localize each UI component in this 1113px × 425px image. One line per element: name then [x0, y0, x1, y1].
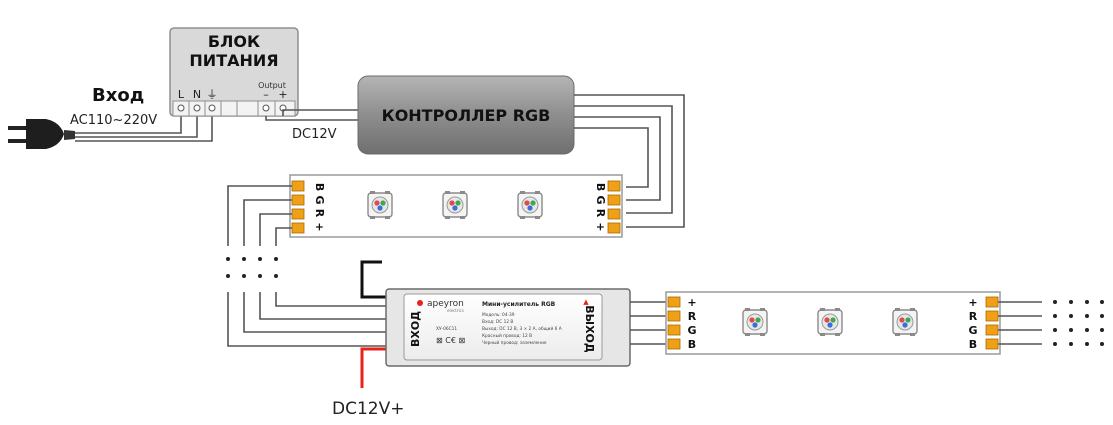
amplifier-spec-line: Вход: DC 12 В: [482, 319, 513, 325]
rgb-controller: КОНТРОЛЛЕР RGB: [357, 75, 575, 155]
strip-to-amplifier-wires: [227, 185, 390, 347]
strip-bottom-left-pin-b: B: [688, 338, 696, 351]
amplifier-spec-line: Красный провод: 12 В: [482, 332, 532, 339]
input-cable: [75, 115, 213, 142]
certification-icon: ⊠ C€ ⊠: [436, 336, 465, 345]
led-chip-icon: [817, 307, 843, 337]
strip-bottom-right-pin-g: G: [968, 324, 977, 337]
amplifier-output-label: ВЫХОД: [583, 305, 596, 353]
continuation-dots: [1053, 300, 1104, 346]
amplifier-spec-line: Модель: 04-39: [482, 312, 515, 318]
ground-wire: [360, 260, 398, 299]
continuation-dots: [226, 257, 278, 278]
strip-top-right-pin-r: R: [594, 209, 607, 218]
strip-top-left-pin-r: R: [313, 209, 326, 218]
strip-top-left-pin-plus: +: [313, 222, 326, 231]
power-supply-title-line1: БЛОК: [208, 32, 260, 51]
strip-bottom-left-pin-plus: +: [687, 296, 696, 309]
power-supply: БЛОК ПИТАНИЯ Output L N ⏚ – +: [169, 27, 299, 117]
strip-top-left-pin-g: G: [313, 195, 326, 204]
amplifier-output-wires: [630, 301, 668, 345]
rgb-amplifier: apeyron electrics Мини-усилитель RGB Мод…: [385, 288, 631, 367]
led-chip-icon: [892, 307, 918, 337]
strip-bottom-left-pin-r: R: [688, 310, 697, 323]
arrow-up-icon: ▲: [583, 298, 589, 306]
power-supply-title-line2: ПИТАНИЯ: [189, 51, 278, 70]
amplifier-spec-line: Выход: DC 12 В, 3 × 2 А, общий 6 А: [482, 325, 562, 332]
strip-bottom-right-pin-r: R: [969, 310, 978, 323]
amplifier-spec-line: Черный провод: заземление: [482, 339, 547, 346]
output-minus-label: –: [263, 88, 269, 101]
led-chip-icon: [517, 190, 543, 220]
amplifier-input-label: ВХОД: [409, 311, 422, 347]
dc-label: DC12V: [292, 127, 337, 142]
output-label: Output: [258, 81, 286, 90]
strip-top-right-pin-plus: +: [594, 222, 607, 231]
terminal-n-label: N: [193, 88, 201, 101]
terminal-l-label: L: [178, 88, 185, 101]
strip-bottom-left-pin-g: G: [687, 324, 696, 337]
amplifier-model-code: ХУ-06С11: [436, 326, 457, 332]
led-strip-top: B G R + B G R +: [289, 174, 623, 238]
led-chip-icon: [367, 190, 393, 220]
dc-plus-label: DC12V+: [332, 399, 404, 419]
brand-logo-icon: [417, 300, 423, 306]
input-voltage: AC110~220V: [70, 113, 157, 128]
strip-top-right-pin-b: B: [594, 183, 607, 191]
strip-top-right-pin-g: G: [594, 195, 607, 204]
amplifier-brand: apeyron: [427, 299, 464, 309]
power-plug-icon: [8, 119, 75, 149]
dc-output-wires: [265, 109, 360, 121]
input-label: Вход: [92, 85, 144, 106]
controller-label: КОНТРОЛЛЕР RGB: [382, 106, 551, 125]
led-strip-bottom: + R G B + R G B: [665, 291, 1001, 355]
strip-bottom-right-pin-b: B: [969, 338, 977, 351]
amplifier-brand-sub: electrics: [447, 308, 464, 313]
strip-bottom-right-pin-plus: +: [968, 296, 977, 309]
output-plus-label: +: [278, 88, 287, 101]
ground-icon: ⏚: [207, 88, 218, 101]
led-chip-icon: [442, 190, 468, 220]
led-chip-icon: [742, 307, 768, 337]
strip-top-left-pin-b: B: [313, 183, 326, 191]
strip-continuation-wires: [998, 301, 1042, 345]
amplifier-title: Мини-усилитель RGB: [482, 301, 556, 308]
controller-to-strip-wires: [574, 94, 685, 228]
